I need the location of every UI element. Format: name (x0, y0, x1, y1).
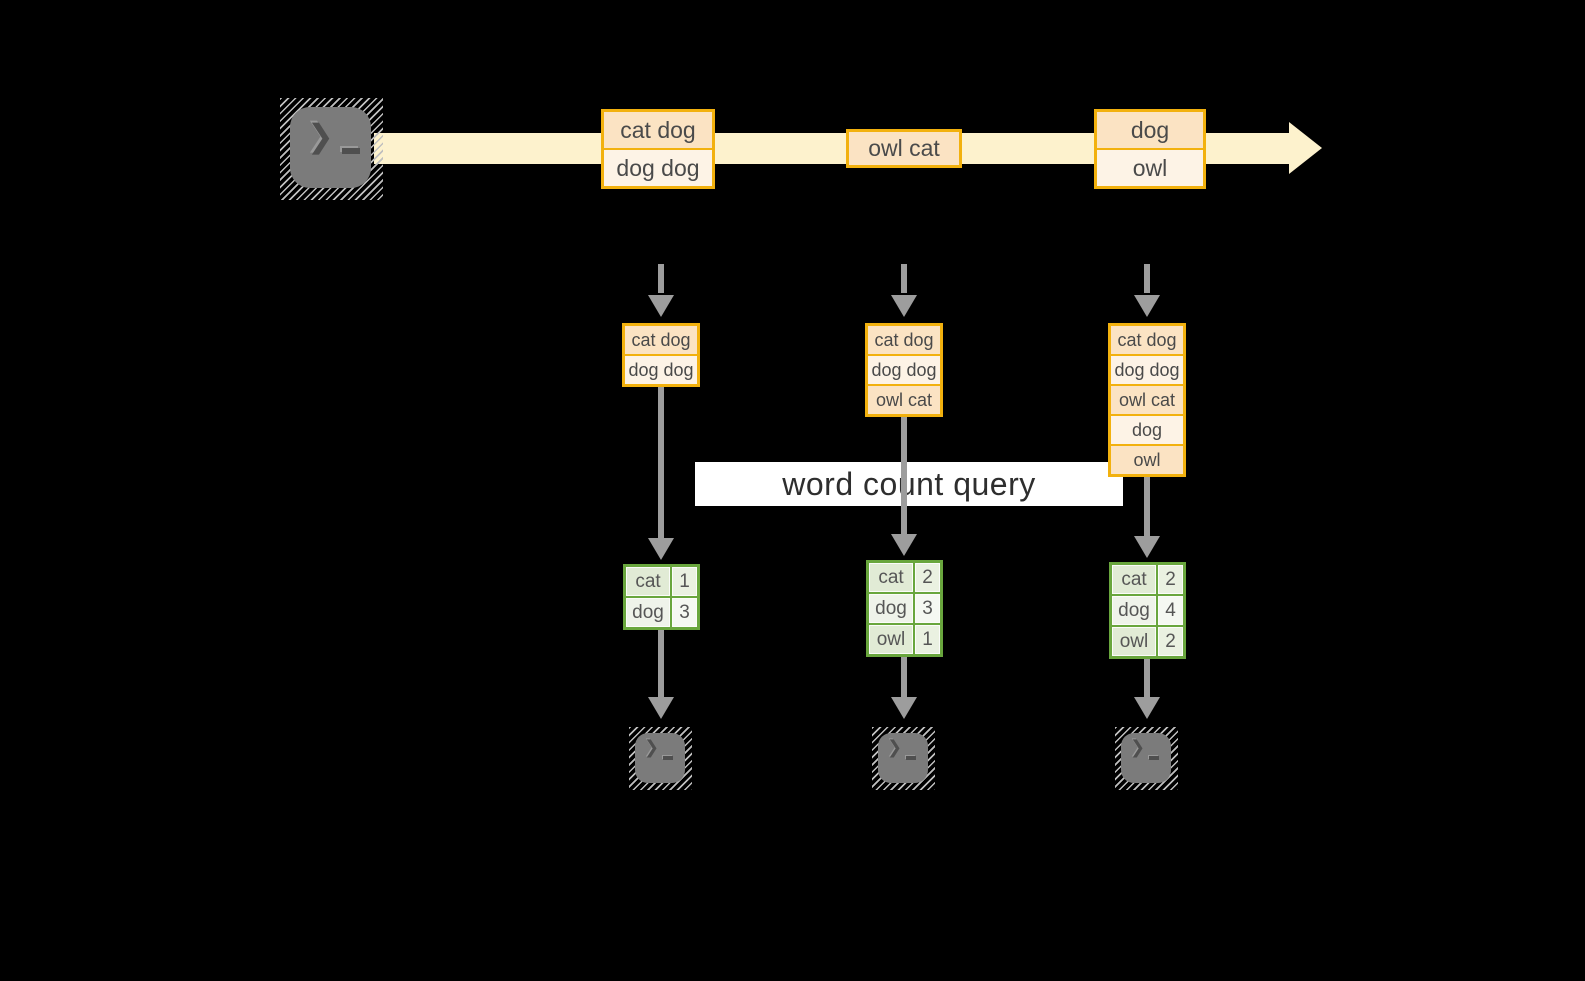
terminal-cursor-icon (1149, 756, 1159, 760)
down-arrowhead-icon (1134, 295, 1160, 317)
buffer-stack-1: cat dog dog dog (622, 323, 700, 387)
terminal-cursor-icon (342, 148, 360, 154)
event-line: cat dog (604, 112, 712, 148)
buffer-line: dog dog (1111, 354, 1183, 384)
dashed-arrow-line (658, 264, 664, 293)
down-arrowhead-icon (1134, 697, 1160, 719)
down-arrowhead-icon (891, 697, 917, 719)
word-cell: dog (869, 594, 913, 623)
terminal-sink-icon-3: ❯ (1115, 727, 1178, 790)
buffer-line: cat dog (625, 326, 697, 354)
terminal-screen: ❯ (635, 733, 685, 783)
terminal-cursor-icon (906, 756, 916, 760)
buffer-line: cat dog (868, 326, 940, 354)
buffer-line: owl cat (868, 384, 940, 414)
count-table-2: cat 2 dog 3 owl 1 (866, 560, 943, 657)
terminal-source-icon: ❯ (280, 98, 383, 200)
count-cell: 2 (915, 563, 940, 592)
terminal-prompt-icon: ❯ (307, 117, 334, 155)
arrow-line (901, 417, 907, 534)
word-cell: cat (626, 567, 670, 596)
buffer-line: owl (1111, 444, 1183, 474)
count-cell: 4 (1158, 596, 1183, 625)
count-cell: 2 (1158, 627, 1183, 656)
down-arrowhead-icon (648, 538, 674, 560)
buffer-stack-2: cat dog dog dog owl cat (865, 323, 943, 417)
arrow-line (1144, 659, 1150, 697)
dashed-arrow-line (901, 264, 907, 293)
terminal-prompt-icon: ❯ (1130, 737, 1146, 758)
arrow-line (1144, 477, 1150, 536)
event-line: dog dog (604, 148, 712, 186)
terminal-sink-icon-2: ❯ (872, 727, 935, 790)
event-line: owl cat (849, 132, 959, 165)
dashed-arrow-line (1144, 264, 1150, 293)
word-cell: owl (869, 625, 913, 654)
word-cell: cat (1112, 565, 1156, 594)
down-arrowhead-icon (891, 295, 917, 317)
word-cell: dog (626, 598, 670, 627)
count-cell: 3 (915, 594, 940, 623)
query-banner: word count query (695, 462, 1123, 506)
terminal-sink-icon-1: ❯ (629, 727, 692, 790)
terminal-prompt-icon: ❯ (644, 737, 660, 758)
down-arrowhead-icon (648, 295, 674, 317)
count-cell: 3 (672, 598, 697, 627)
count-cell: 2 (1158, 565, 1183, 594)
stream-event-box-1: cat dog dog dog (601, 109, 715, 189)
word-cell: cat (869, 563, 913, 592)
terminal-cursor-icon (663, 756, 673, 760)
terminal-screen: ❯ (1121, 733, 1171, 783)
arrow-line (901, 657, 907, 697)
buffer-line: dog (1111, 414, 1183, 444)
buffer-line: dog dog (625, 354, 697, 384)
stream-event-box-2: owl cat (846, 129, 962, 168)
down-arrowhead-icon (648, 697, 674, 719)
arrow-line (658, 387, 664, 538)
terminal-prompt-icon: ❯ (887, 737, 903, 758)
down-arrowhead-icon (891, 534, 917, 556)
event-line: owl (1097, 148, 1203, 186)
stream-event-box-3: dog owl (1094, 109, 1206, 189)
buffer-stack-3: cat dog dog dog owl cat dog owl (1108, 323, 1186, 477)
terminal-screen: ❯ (878, 733, 928, 783)
word-cell: dog (1112, 596, 1156, 625)
stream-arrowhead-icon (1289, 122, 1322, 174)
word-cell: owl (1112, 627, 1156, 656)
arrow-line (658, 630, 664, 697)
count-table-1: cat 1 dog 3 (623, 564, 700, 630)
event-line: dog (1097, 112, 1203, 148)
count-cell: 1 (672, 567, 697, 596)
buffer-line: dog dog (868, 354, 940, 384)
terminal-screen: ❯ (290, 107, 371, 188)
down-arrowhead-icon (1134, 536, 1160, 558)
count-cell: 1 (915, 625, 940, 654)
count-table-3: cat 2 dog 4 owl 2 (1109, 562, 1186, 659)
buffer-line: owl cat (1111, 384, 1183, 414)
buffer-line: cat dog (1111, 326, 1183, 354)
